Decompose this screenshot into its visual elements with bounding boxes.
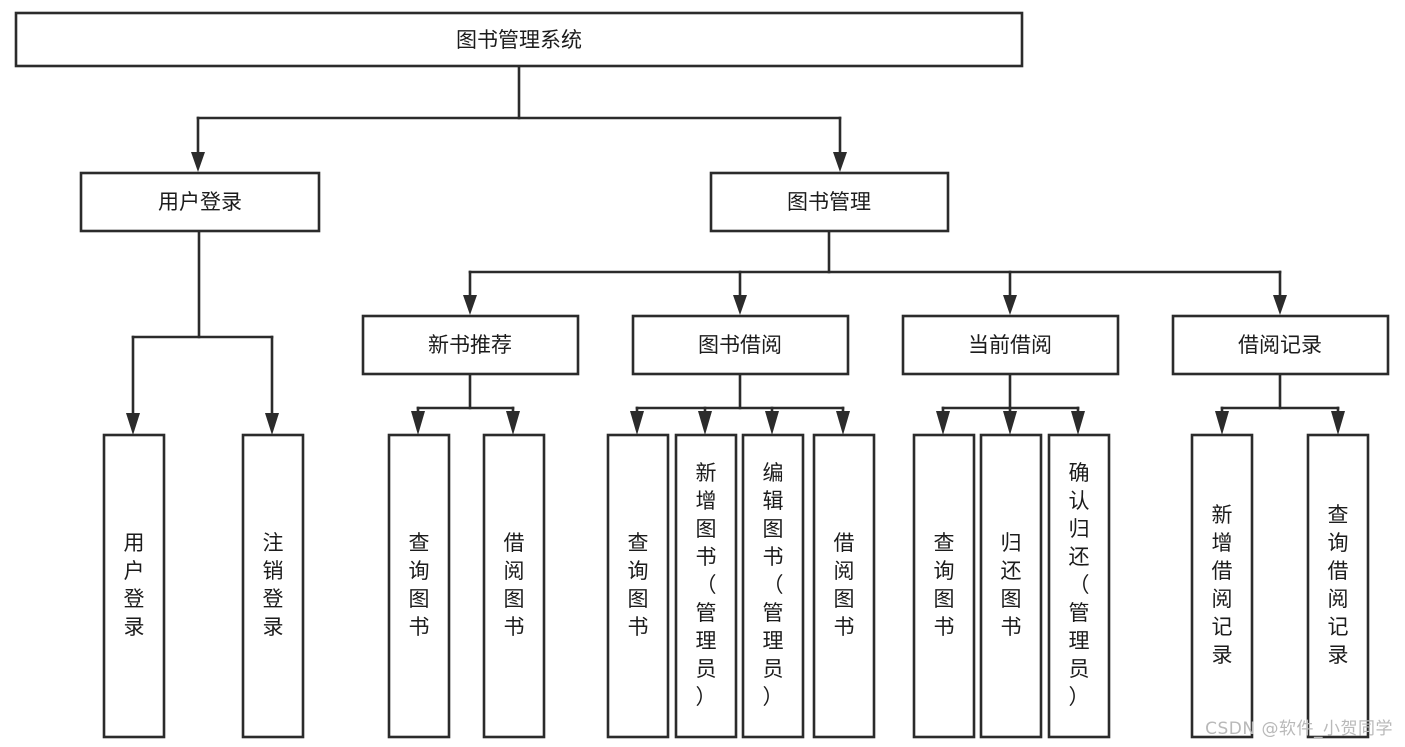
connector-recommend-to-leaves: [411, 373, 520, 435]
node-leaf-return-book[interactable]: 归还图书: [979, 433, 1043, 739]
node-leaf-edit-book-label: 编辑图书（管理员）: [763, 461, 784, 709]
node-book-manage-label: 图书管理: [787, 190, 871, 214]
node-leaf-query-book-2-label: 查询图书: [628, 531, 649, 639]
node-leaf-add-book-label: 新增图书（管理员）: [696, 461, 717, 709]
node-leaf-user-login-label: 用户登录: [124, 531, 145, 639]
node-leaf-borrow-book-1[interactable]: 借阅图书: [482, 433, 546, 739]
connector-booknamage-to-level3: [463, 230, 1287, 315]
node-leaf-edit-book[interactable]: 编辑图书（管理员）: [741, 433, 805, 739]
node-leaf-confirm-return-label: 确认归还（管理员）: [1069, 461, 1090, 709]
node-root[interactable]: 图书管理系统: [14, 11, 1024, 68]
node-leaf-query-book-1[interactable]: 查询图书: [387, 433, 451, 739]
node-borrow-record[interactable]: 借阅记录: [1171, 314, 1390, 376]
node-leaf-add-record[interactable]: 新增借阅记录: [1190, 433, 1254, 739]
csdn-watermark: CSDN @软件_小贺同学: [1205, 719, 1393, 739]
node-leaf-borrow-book-2[interactable]: 借阅图书: [812, 433, 876, 739]
node-user-login-label: 用户登录: [158, 190, 242, 214]
node-leaf-borrow-book-1-label: 借阅图书: [504, 531, 525, 639]
connector-record-to-leaves: [1215, 373, 1345, 435]
node-leaf-add-record-label: 新增借阅记录: [1212, 503, 1233, 667]
node-leaf-add-book[interactable]: 新增图书（管理员）: [674, 433, 738, 739]
connector-root-to-level2: [191, 64, 847, 172]
node-leaf-query-book-3[interactable]: 查询图书: [912, 433, 976, 739]
node-root-label: 图书管理系统: [456, 28, 582, 52]
node-book-manage[interactable]: 图书管理: [709, 171, 950, 233]
node-current-borrow[interactable]: 当前借阅: [901, 314, 1120, 376]
node-leaf-borrow-book-2-label: 借阅图书: [834, 531, 855, 639]
node-borrow-record-label: 借阅记录: [1238, 333, 1322, 357]
node-current-borrow-label: 当前借阅: [968, 333, 1052, 357]
node-book-borrow-label: 图书借阅: [698, 333, 782, 357]
node-leaf-logout-login[interactable]: 注销登录: [241, 433, 305, 739]
node-leaf-logout-login-label: 注销登录: [263, 531, 284, 639]
node-leaf-query-record[interactable]: 查询借阅记录: [1306, 433, 1370, 739]
connector-borrow-to-leaves: [630, 373, 850, 435]
node-leaf-confirm-return[interactable]: 确认归还（管理员）: [1047, 433, 1111, 739]
node-new-book-recommend[interactable]: 新书推荐: [361, 314, 580, 376]
node-leaf-user-login[interactable]: 用户登录: [102, 433, 166, 739]
node-user-login[interactable]: 用户登录: [79, 171, 321, 233]
node-leaf-return-book-label: 归还图书: [1001, 531, 1022, 639]
node-book-borrow[interactable]: 图书借阅: [631, 314, 850, 376]
node-leaf-query-book-1-label: 查询图书: [409, 531, 430, 639]
node-leaf-query-book-3-label: 查询图书: [934, 531, 955, 639]
connector-current-to-leaves: [936, 373, 1085, 435]
node-new-book-recommend-label: 新书推荐: [428, 333, 512, 357]
node-leaf-query-record-label: 查询借阅记录: [1328, 503, 1349, 667]
node-leaf-query-book-2[interactable]: 查询图书: [606, 433, 670, 739]
connector-userlogin-to-leaves: [126, 230, 279, 435]
